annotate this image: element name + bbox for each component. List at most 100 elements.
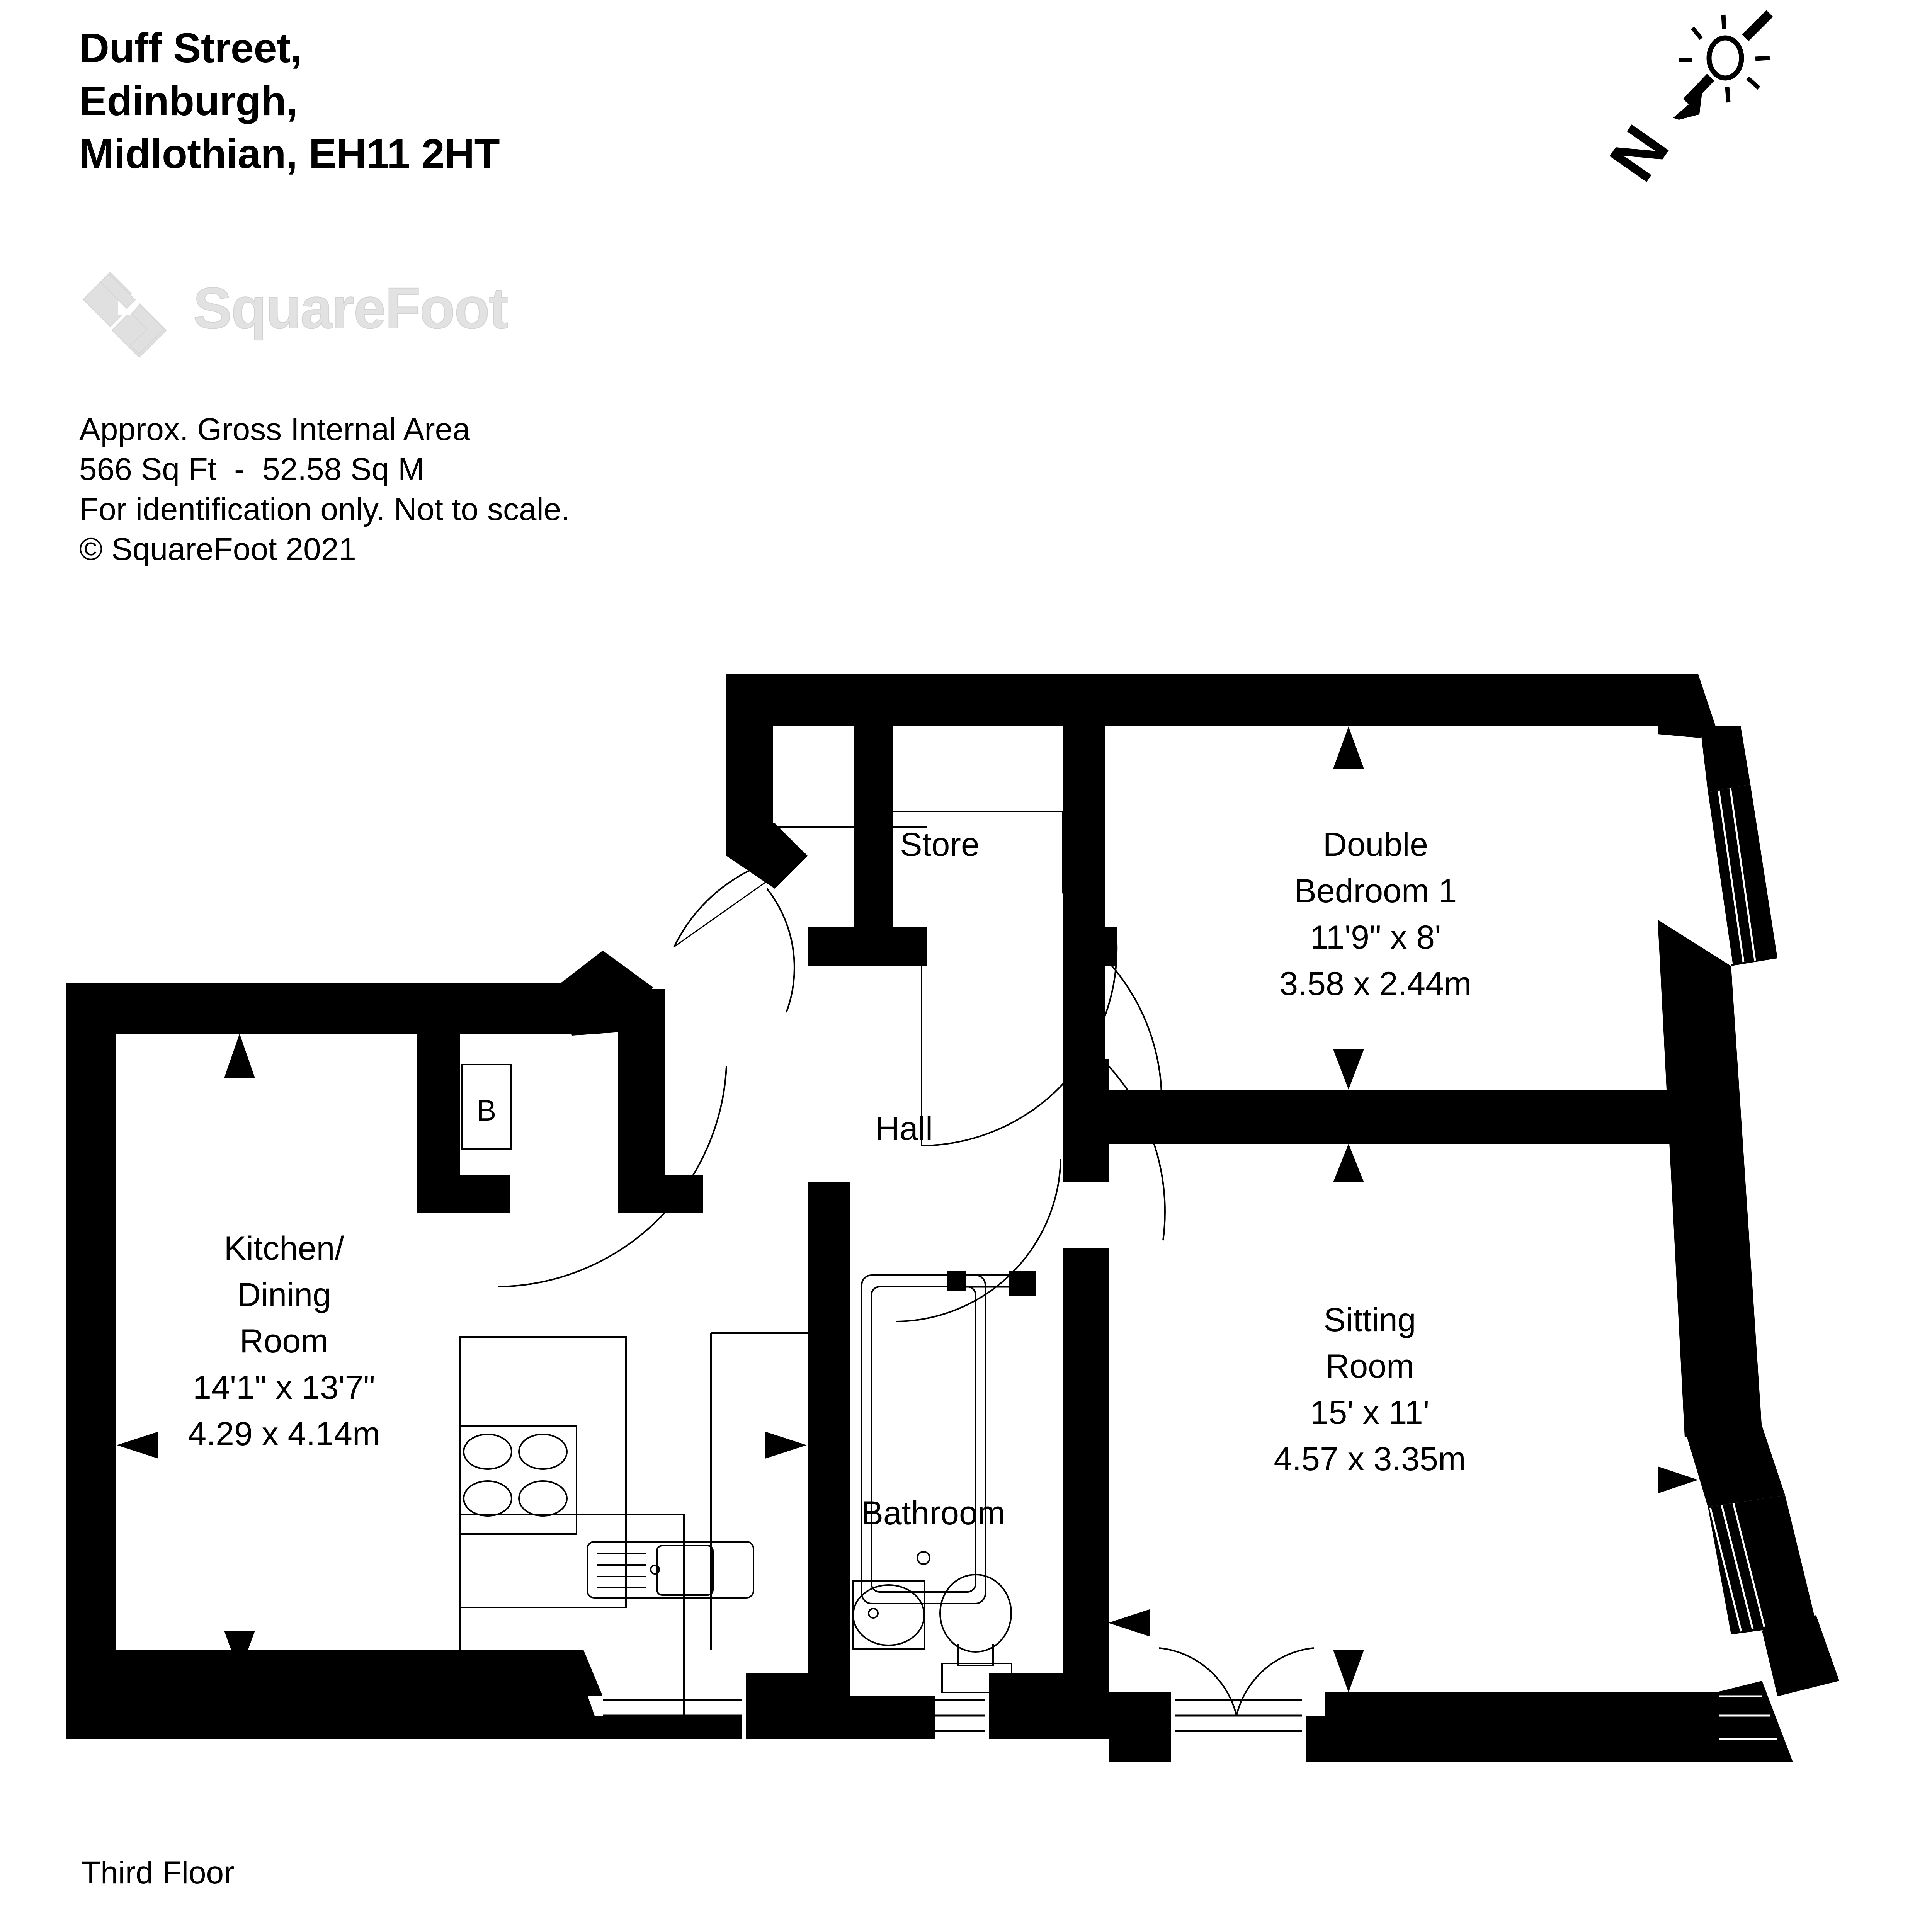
wall-bedroom-sitting bbox=[1063, 1090, 1708, 1144]
wall-bay-top-corner bbox=[1658, 674, 1716, 738]
hob-burner-icon bbox=[518, 1434, 568, 1470]
wall-entry-angle bbox=[726, 823, 808, 889]
wall-store-right bbox=[1063, 723, 1105, 958]
dim-arrow-bedroom-top bbox=[1333, 726, 1364, 769]
wall-bottom-kitchen-sill bbox=[595, 1716, 742, 1739]
wall-right-slant bbox=[1658, 920, 1762, 1437]
room-label-sitting-imperial: 15' x 11' bbox=[1310, 1394, 1430, 1431]
dim-arrow-kitchen-right bbox=[765, 1432, 807, 1459]
sink-icon bbox=[587, 1541, 754, 1599]
door-swing-kitchen bbox=[498, 1066, 727, 1287]
area-line-disclaimer: For identification only. Not to scale. bbox=[79, 492, 570, 527]
room-label-group: Store Hall Double Bedroom 1 11'9" x 8' 3… bbox=[188, 826, 1471, 1532]
area-line-size: 566 Sq Ft - 52.58 Sq M bbox=[79, 452, 425, 487]
washbasin-tap-icon bbox=[868, 1608, 879, 1619]
brand-logo: SquareFoot bbox=[81, 270, 583, 359]
dim-arrow-sitting-right bbox=[1658, 1466, 1698, 1493]
window-sitting-bottom-center-panes bbox=[1175, 1699, 1302, 1732]
hob-burner-icon bbox=[463, 1434, 512, 1470]
wall-boiler-left bbox=[417, 1028, 460, 1213]
room-label-store: Store bbox=[900, 826, 980, 863]
wall-kitchen-top bbox=[66, 983, 591, 1034]
hob-icon bbox=[460, 1425, 577, 1535]
wall-bedroom-hall bbox=[1063, 958, 1105, 1090]
door-swing-bathroom bbox=[896, 1159, 1061, 1322]
toilet-pedestal-icon bbox=[957, 1644, 994, 1666]
sun-rays-icon bbox=[1679, 14, 1770, 103]
sink-basin-icon bbox=[656, 1545, 714, 1596]
bath-plug-icon bbox=[917, 1551, 930, 1565]
wall-bottom-sitting-thick bbox=[1325, 1716, 1750, 1762]
wall-lower-bay-slant bbox=[1708, 1495, 1816, 1634]
sink-drainer-lines bbox=[597, 1553, 646, 1588]
dim-arrow-bedroom-bottom bbox=[1333, 1049, 1364, 1090]
room-label-bedroom-imperial: 11'9" x 8' bbox=[1310, 919, 1441, 956]
wall-lower-bay-corner bbox=[1762, 1615, 1839, 1696]
wall-bottom-sitting-pier3 bbox=[1306, 1716, 1329, 1762]
boiler-cupboard: B bbox=[461, 1064, 512, 1150]
brand-wordmark: SquareFoot bbox=[193, 279, 509, 337]
dimension-arrow-group bbox=[117, 726, 1698, 1692]
compass-rose: N bbox=[1600, 10, 1773, 194]
dim-arrow-kitchen-left bbox=[117, 1432, 158, 1459]
sun-icon bbox=[1706, 35, 1744, 81]
kitchen-units-group bbox=[459, 1336, 754, 1732]
hob-burner-icon bbox=[518, 1480, 568, 1517]
room-label-bedroom-metric: 3.58 x 2.44m bbox=[1279, 965, 1471, 1002]
wall-bathroom-left bbox=[808, 1194, 850, 1650]
wall-bottom-sitting-pier2 bbox=[1109, 1716, 1171, 1762]
room-label-kitchen-metric: 4.29 x 4.14m bbox=[188, 1415, 380, 1452]
wall-kitchen-left bbox=[66, 983, 116, 1696]
room-label-sitting-metric: 4.57 x 3.35m bbox=[1274, 1440, 1466, 1478]
wall-entry-left bbox=[726, 674, 773, 850]
boiler-box-icon bbox=[461, 1064, 512, 1150]
wall-bottom-kitchen-recess bbox=[560, 1673, 603, 1739]
washbasin-icon bbox=[852, 1584, 925, 1646]
wall-boiler-right bbox=[618, 989, 665, 1213]
room-label-hall: Hall bbox=[876, 1110, 933, 1147]
dim-arrow-kitchen-bottom bbox=[224, 1631, 255, 1673]
door-swing-sitting bbox=[1108, 1066, 1166, 1241]
room-label-kitchen-line3: Room bbox=[240, 1323, 328, 1360]
wall-bathroom-win-jamb-left bbox=[947, 1271, 966, 1291]
door-leaf-entrance bbox=[674, 853, 806, 947]
page-title: Duff Street, Edinburgh, Midlothian, EH11… bbox=[79, 24, 500, 177]
wall-bottom-right-corner bbox=[1716, 1681, 1793, 1762]
room-label-bedroom-line2: Bedroom 1 bbox=[1294, 872, 1457, 910]
kitchen-worktop-left bbox=[459, 1336, 627, 1608]
window-bathroom-bottom-panes bbox=[858, 1699, 985, 1732]
wall-store-bottom-right bbox=[1063, 927, 1117, 966]
wall-right-lower-jamb bbox=[1685, 1426, 1785, 1507]
floor-caption: Third Floor bbox=[81, 1855, 235, 1890]
door-swing-sitting-left bbox=[1159, 1647, 1237, 1716]
outline-store-door-edge bbox=[1062, 811, 1117, 944]
bath-inner-icon bbox=[871, 1286, 976, 1593]
boiler-label: B bbox=[477, 1094, 497, 1127]
sun-ray-long-icon bbox=[1742, 10, 1773, 41]
wall-hall-sitting bbox=[1063, 1248, 1109, 1696]
wall-store-bottom-left bbox=[808, 927, 927, 966]
washbasin-unit-icon bbox=[852, 1580, 925, 1650]
squarefoot-diamond-logo-icon bbox=[82, 272, 167, 358]
wall-boiler-bottom-left bbox=[417, 1175, 510, 1213]
room-label-kitchen-line2: Dining bbox=[237, 1276, 331, 1313]
room-label-sitting-line1: Sitting bbox=[1323, 1301, 1416, 1338]
wall-hall-sitting-pier bbox=[1063, 1059, 1109, 1182]
toilet-bowl-icon bbox=[939, 1574, 1012, 1653]
wall-bottom-kitchen-thick bbox=[66, 1673, 560, 1739]
door-swing-group bbox=[498, 853, 1314, 1716]
window-sitting-bottom-panes bbox=[1719, 1695, 1777, 1740]
window-sitting-bay-panes bbox=[1709, 1503, 1765, 1632]
wall-bottom-bathroom-right bbox=[989, 1673, 1066, 1739]
bath-icon bbox=[861, 1274, 986, 1604]
door-swing-bedroom bbox=[1104, 957, 1163, 1144]
wall-store-left bbox=[854, 723, 893, 927]
wall-bay-upper-jamb bbox=[1700, 726, 1750, 792]
area-info-block: Approx. Gross Internal Area 566 Sq Ft - … bbox=[79, 410, 1007, 569]
door-swing-sitting-right bbox=[1236, 1647, 1314, 1716]
room-label-bathroom: Bathroom bbox=[861, 1495, 1005, 1532]
door-swing-store bbox=[921, 942, 1118, 1146]
north-arrow-head-icon bbox=[1673, 93, 1702, 120]
sink-tap-icon bbox=[650, 1565, 660, 1575]
